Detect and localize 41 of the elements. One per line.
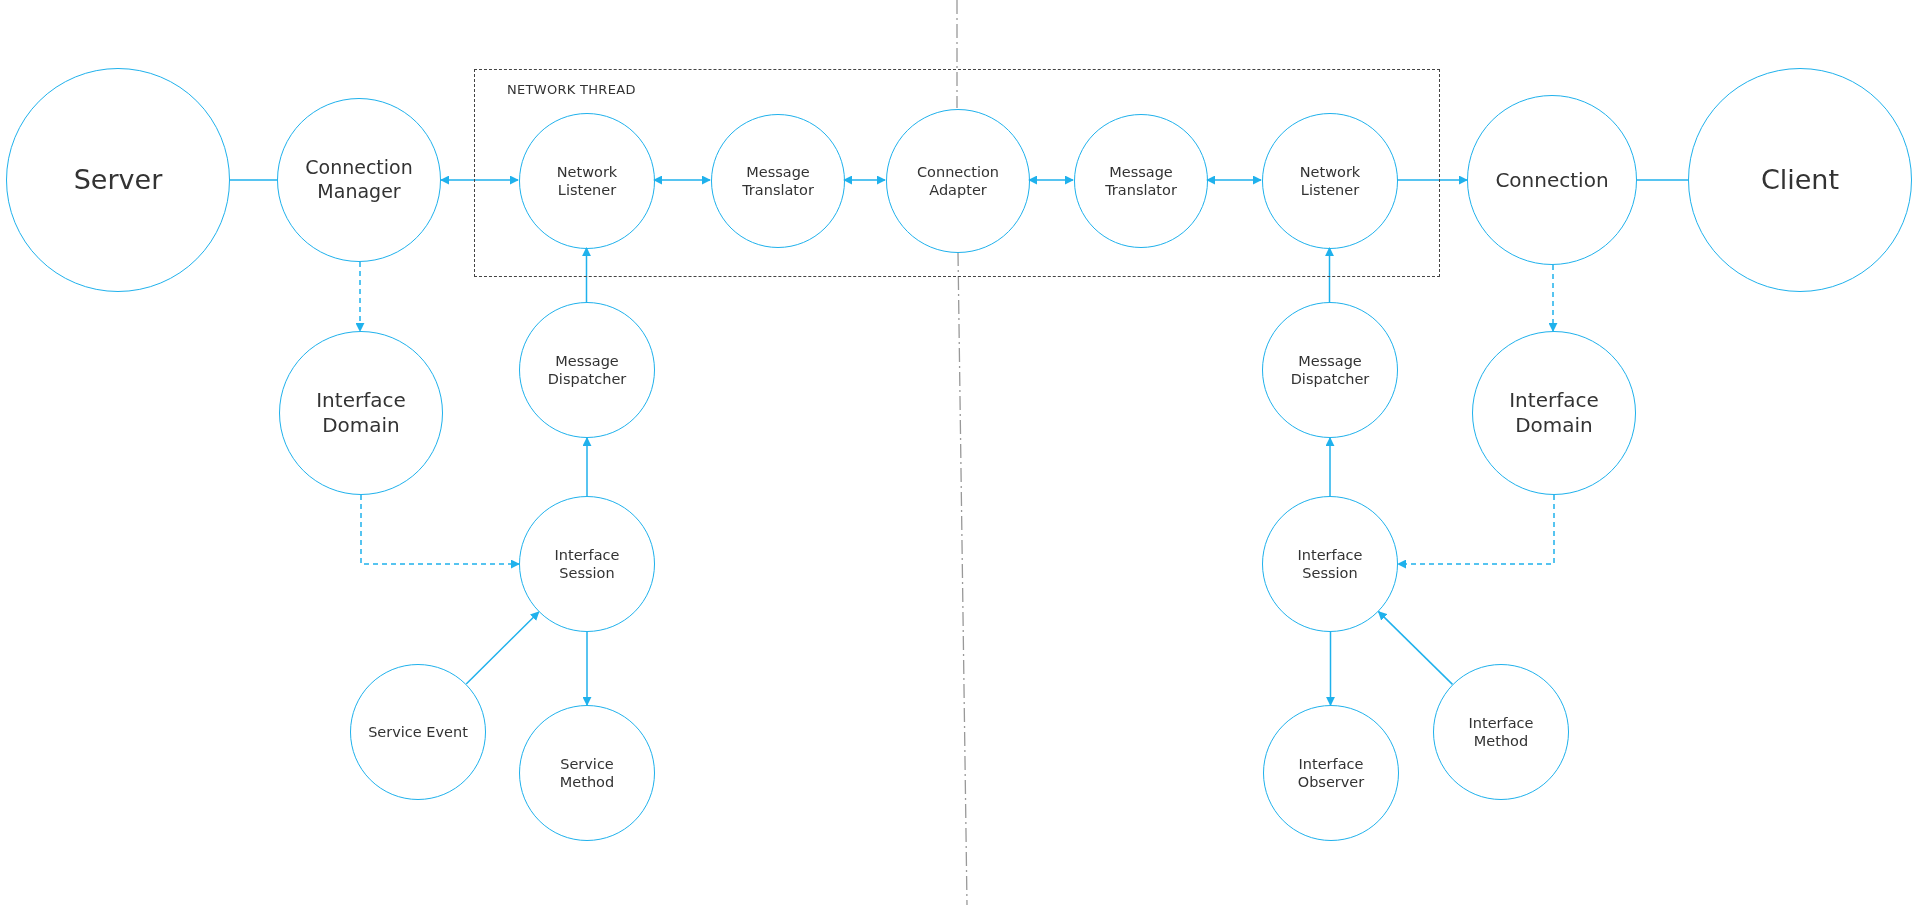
node-label: Message Translator bbox=[1104, 162, 1178, 200]
node-label: Client bbox=[1760, 163, 1840, 197]
arrow bbox=[1325, 437, 1335, 497]
node-label: Service Event bbox=[368, 722, 468, 742]
node-label: Message Dispatcher bbox=[546, 351, 628, 389]
arrow bbox=[465, 611, 540, 685]
connector-line bbox=[1636, 179, 1689, 181]
arrow bbox=[360, 494, 520, 569]
node-label: Network Listener bbox=[1298, 162, 1362, 200]
node-label: Service Method bbox=[558, 754, 616, 792]
arrow bbox=[1397, 494, 1555, 569]
thread-boundary bbox=[474, 69, 1440, 277]
node-label: Connection Manager bbox=[304, 156, 414, 204]
arrow bbox=[1377, 610, 1454, 686]
node-label: Interface Session bbox=[1296, 545, 1364, 583]
arrow bbox=[582, 247, 591, 303]
node-label: Message Translator bbox=[741, 162, 815, 200]
node-label: Connection Adapter bbox=[915, 162, 1000, 200]
group-title: NETWORK THREAD bbox=[507, 82, 636, 97]
arrow bbox=[1206, 175, 1262, 185]
node-label: Interface Observer bbox=[1296, 754, 1366, 792]
arrow bbox=[1325, 247, 1334, 303]
node-label: Interface Session bbox=[553, 545, 621, 583]
arrow bbox=[1326, 631, 1335, 706]
node-label: Message Dispatcher bbox=[1289, 351, 1371, 389]
node-label: Interface Method bbox=[1467, 713, 1535, 751]
arrow bbox=[843, 175, 886, 185]
arrow bbox=[1548, 264, 1558, 332]
arrow bbox=[582, 631, 592, 706]
arrow bbox=[1396, 175, 1468, 185]
node-label: Network Listener bbox=[555, 162, 619, 200]
connector-line bbox=[229, 179, 278, 181]
node-label: Connection bbox=[1495, 167, 1609, 193]
node-label: Server bbox=[73, 163, 163, 197]
arrow bbox=[440, 175, 519, 185]
arrow bbox=[653, 175, 711, 185]
arrow bbox=[355, 261, 365, 332]
node-label: Interface Domain bbox=[1508, 388, 1600, 438]
node-label: Interface Domain bbox=[315, 388, 407, 438]
arrow bbox=[1028, 175, 1074, 185]
arrow bbox=[582, 437, 592, 497]
